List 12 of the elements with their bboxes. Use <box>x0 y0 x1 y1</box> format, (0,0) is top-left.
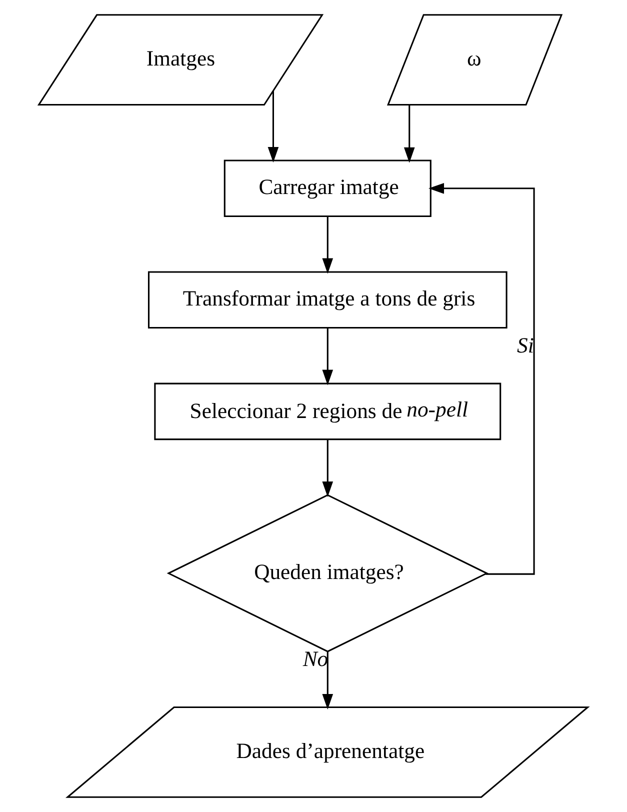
node-box: Seleccionar 2 regions de no-pell <box>154 382 502 440</box>
node-box: Carregar imatge <box>224 160 432 218</box>
arrow <box>322 652 334 710</box>
arrow <box>428 182 535 575</box>
arrow <box>322 440 334 497</box>
node-diamond: Queden imatges? <box>166 494 489 652</box>
node-box: Transformar imatge a tons de gris <box>148 271 508 329</box>
edge-label: Si <box>517 334 534 358</box>
arrow <box>322 328 334 386</box>
arrow <box>404 104 415 163</box>
arrow <box>322 216 334 274</box>
arrow <box>268 90 279 163</box>
